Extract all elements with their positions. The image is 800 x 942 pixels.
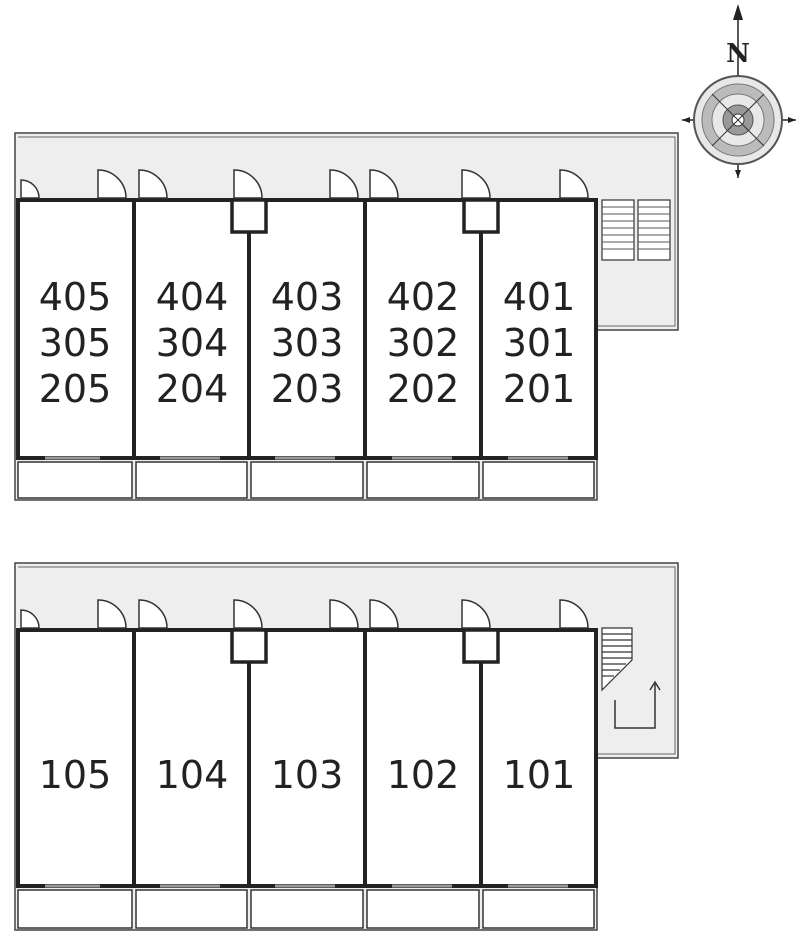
- upper-stairs-icon: [601, 199, 671, 261]
- unit-label: 103: [271, 753, 344, 797]
- unit-label: 102: [387, 753, 460, 797]
- lower-balconies: [17, 889, 595, 929]
- unit-label: 203: [271, 367, 344, 411]
- unit-label: 205: [39, 367, 112, 411]
- unit-label: 404: [156, 275, 229, 319]
- upper-balconies: [17, 461, 595, 499]
- lower-doors: [20, 599, 589, 629]
- compass-north-label: N: [726, 39, 750, 69]
- unit-label: 302: [387, 321, 460, 365]
- unit-label: 402: [387, 275, 460, 319]
- unit-label: 304: [156, 321, 229, 365]
- unit-label: 401: [503, 275, 576, 319]
- upper-building: 405 305 205 404 304 204 403 303 203 402 …: [14, 132, 679, 501]
- unit-label: 204: [156, 367, 229, 411]
- lower-building: 105 104 103 102 101: [14, 562, 679, 931]
- unit-label: 405: [39, 275, 112, 319]
- compass-rose-icon: N: [682, 4, 796, 178]
- lower-stairs-icon: [601, 627, 633, 692]
- unit-label: 101: [503, 753, 576, 797]
- unit-label: 305: [39, 321, 112, 365]
- unit-label: 303: [271, 321, 344, 365]
- unit-label: 301: [503, 321, 576, 365]
- upper-doors: [20, 169, 589, 199]
- lower-unit-labels: 105 104 103 102 101: [39, 753, 576, 797]
- upper-unit-labels: 405 305 205 404 304 204 403 303 203 402 …: [39, 275, 576, 411]
- unit-label: 105: [39, 753, 112, 797]
- walkway-arrow-icon: [614, 684, 656, 729]
- unit-label: 403: [271, 275, 344, 319]
- unit-label: 104: [156, 753, 229, 797]
- unit-label: 202: [387, 367, 460, 411]
- unit-label: 201: [503, 367, 576, 411]
